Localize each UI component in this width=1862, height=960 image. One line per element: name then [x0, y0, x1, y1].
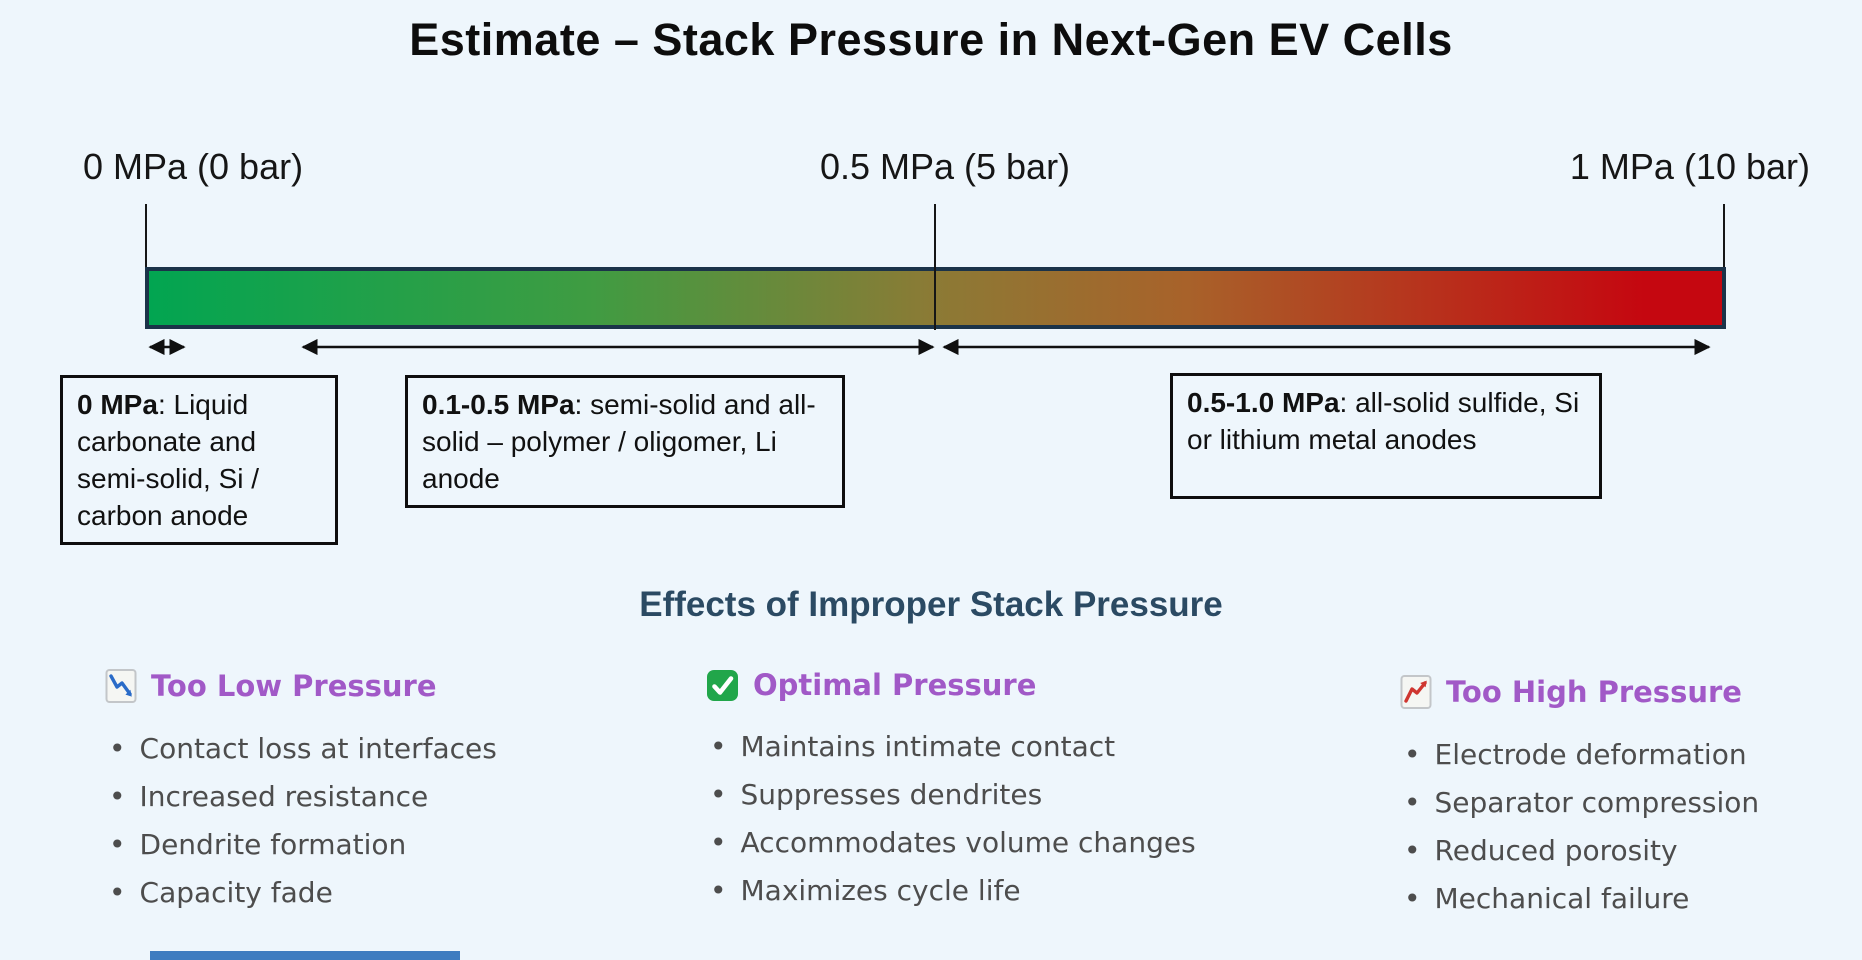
list-item: Electrode deformation [1404, 740, 1850, 770]
list-item: Suppresses dendrites [710, 780, 1226, 810]
range-box-bold-label: 0.1-0.5 MPa [422, 389, 575, 420]
range-box-description: : semi-solid and all-solid – polymer / o… [422, 389, 816, 494]
effects-column-too-low: Too Low Pressure Contact loss at interfa… [105, 668, 625, 926]
range-box-0mpa: 0 MPa: Liquid carbonate and semi-solid, … [60, 375, 338, 545]
effects-list-too-low: Contact loss at interfaces Increased res… [105, 734, 625, 908]
scale-label-max: 1 MPa (10 bar) [1569, 146, 1810, 187]
column-title: Too High Pressure [1446, 675, 1742, 709]
range-box-bold-label: 0 MPa [77, 389, 158, 420]
list-item: Dendrite formation [109, 830, 625, 860]
list-item: Maintains intimate contact [710, 732, 1226, 762]
list-item: Reduced porosity [1404, 836, 1850, 866]
cutoff-bar-fragment [150, 951, 460, 960]
column-title: Optimal Pressure [753, 668, 1037, 702]
column-header-optimal: Optimal Pressure [706, 668, 1226, 702]
list-item: Separator compression [1404, 788, 1850, 818]
page-title: Estimate – Stack Pressure in Next-Gen EV… [409, 14, 1453, 65]
range-box-05-10mpa: 0.5-1.0 MPa: all-solid sulfide, Si or li… [1170, 373, 1602, 499]
effects-column-optimal: Optimal Pressure Maintains intimate cont… [706, 668, 1226, 924]
scale-tick-max [1723, 204, 1725, 268]
list-item: Increased resistance [109, 782, 625, 812]
range-arrows [148, 338, 1711, 356]
range-box-description: : all-solid sulfide, Si or lithium metal… [1187, 387, 1580, 455]
scale-tick-mid [934, 204, 936, 330]
effects-heading: Effects of Improper Stack Pressure [639, 585, 1223, 624]
column-header-too-low: Too Low Pressure [105, 668, 625, 704]
list-item: Mechanical failure [1404, 884, 1850, 914]
effects-column-too-high: Too High Pressure Electrode deformation … [1400, 674, 1850, 932]
column-header-too-high: Too High Pressure [1400, 674, 1850, 710]
check-mark-icon [706, 669, 739, 702]
range-box-01-05mpa: 0.1-0.5 MPa: semi-solid and all-solid – … [405, 375, 845, 508]
list-item: Capacity fade [109, 878, 625, 908]
list-item: Accommodates volume changes [710, 828, 1226, 858]
range-box-description: : Liquid carbonate and semi-solid, Si / … [77, 389, 260, 531]
list-item: Contact loss at interfaces [109, 734, 625, 764]
column-title: Too Low Pressure [151, 669, 437, 703]
scale-tick-min [145, 204, 147, 268]
chart-decreasing-icon [105, 668, 137, 704]
scale-label-mid: 0.5 MPa (5 bar) [819, 146, 1071, 187]
list-item: Maximizes cycle life [710, 876, 1226, 906]
scale-label-min: 0 MPa (0 bar) [83, 146, 304, 187]
effects-list-optimal: Maintains intimate contact Suppresses de… [706, 732, 1226, 906]
chart-increasing-icon [1400, 674, 1432, 710]
range-box-bold-label: 0.5-1.0 MPa [1187, 387, 1340, 418]
effects-list-too-high: Electrode deformation Separator compress… [1400, 740, 1850, 914]
